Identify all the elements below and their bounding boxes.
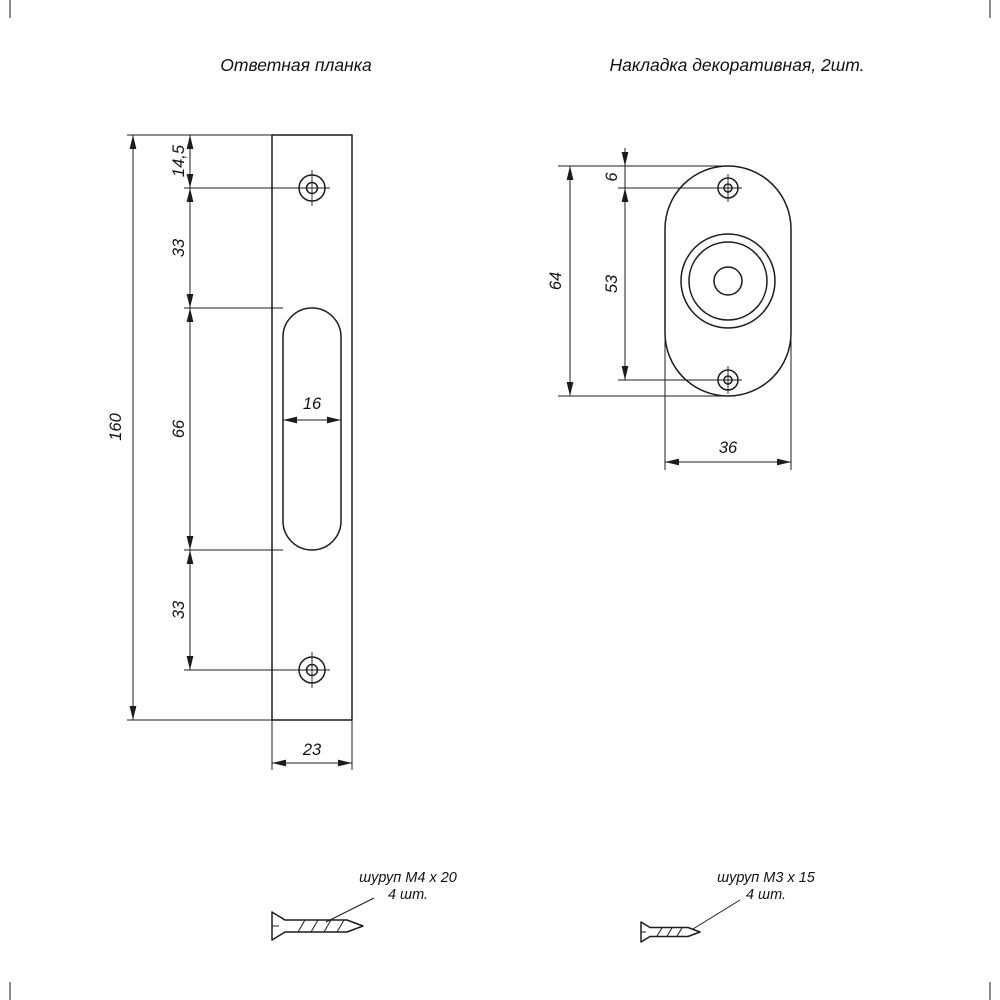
screw-m4-threads	[297, 919, 345, 933]
dim-label-66: 66	[170, 419, 188, 438]
drawing-frame	[9, 0, 991, 1000]
boss-inner-ring	[688, 241, 768, 321]
dim-label-16: 16	[303, 395, 322, 413]
spindle-hole	[713, 266, 743, 296]
boss-outer-circle	[680, 233, 776, 329]
screw-m4-leader-line	[325, 897, 375, 923]
strike-plate-dimension-lines	[129, 135, 352, 767]
dim-label-6: 6	[603, 172, 621, 182]
screw-m3-outline	[640, 921, 701, 943]
thread-line	[336, 919, 345, 933]
dim-label-36: 36	[719, 439, 738, 457]
cover-plate-dimension-lines	[566, 148, 791, 466]
strike-plate-bottom-hole	[294, 652, 330, 688]
screw-m4-outline	[271, 911, 364, 941]
strike-plate-outline	[271, 134, 353, 721]
thread-line	[676, 927, 683, 937]
cover-plate-title: Накладка декоративная, 2шт.	[609, 55, 864, 75]
thread-line	[666, 927, 673, 937]
screw-m3-threads	[656, 927, 683, 937]
cover-plate-top-hole	[714, 174, 742, 202]
thread-line	[323, 919, 332, 933]
strike-plate-slot	[282, 307, 342, 551]
screw-m4-qty: 4 шт.	[388, 887, 428, 903]
dim-label-14-5: 14,5	[170, 144, 188, 177]
screw-m3-qty: 4 шт.	[746, 887, 786, 903]
dim-label-53: 53	[603, 274, 621, 293]
screw-m3-label: шуруп М3 х 15	[717, 870, 816, 886]
thread-line	[656, 927, 663, 937]
cover-plate-center-boss	[680, 233, 776, 329]
strike-plate-view: 160 14,5 33 66 33 16 23	[107, 134, 353, 770]
screw-m4-label: шуруп М4 х 20	[359, 870, 457, 886]
dim-label-160: 160	[107, 412, 125, 440]
cover-plate-view: 64 6 53 36	[547, 148, 792, 470]
dim-label-33-top: 33	[170, 238, 188, 257]
cover-plate-extension-lines	[558, 165, 792, 470]
strike-plate-title: Ответная планка	[220, 55, 372, 75]
dim-label-33-bottom: 33	[170, 600, 188, 619]
thread-line	[310, 919, 319, 933]
dim-label-64: 64	[547, 272, 565, 290]
strike-plate-top-hole	[294, 170, 330, 206]
cover-plate-bottom-hole	[714, 366, 742, 394]
thread-line	[297, 919, 306, 933]
screw-m3-view: шуруп М3 х 15 4 шт.	[640, 870, 816, 943]
screw-m4-view: шуруп М4 х 20 4 шт.	[271, 870, 457, 941]
strike-plate-extension-lines	[127, 134, 353, 770]
dim-label-23: 23	[302, 741, 322, 759]
screw-m3-leader-line	[692, 899, 741, 930]
